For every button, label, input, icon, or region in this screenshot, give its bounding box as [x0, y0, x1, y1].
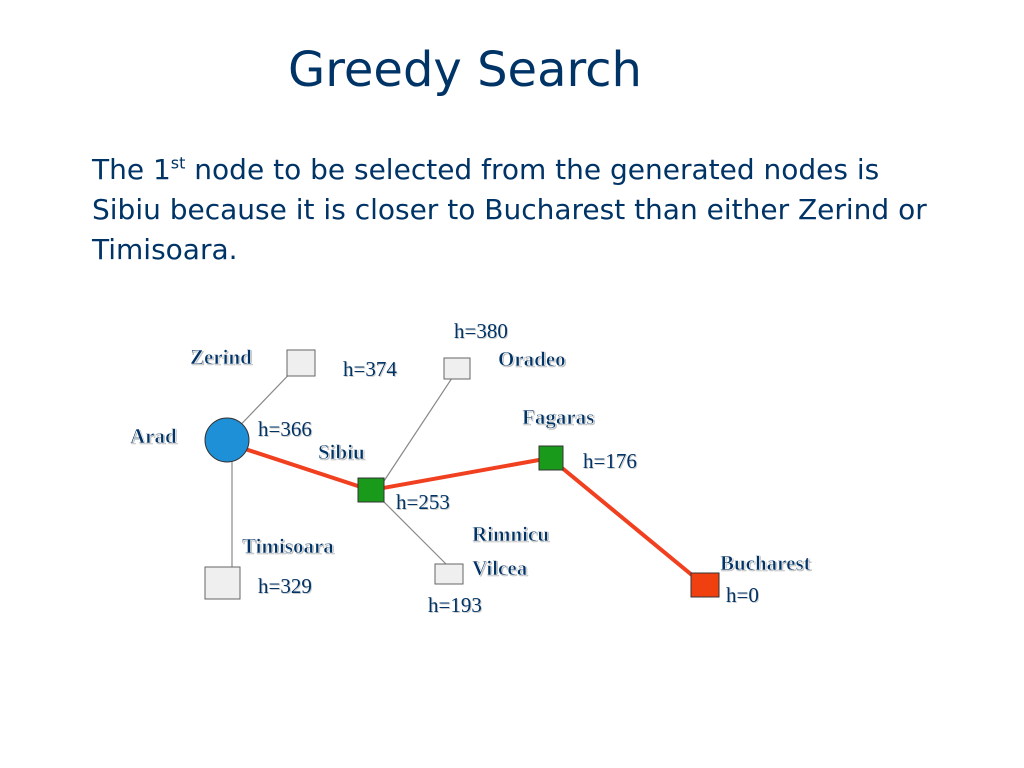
node-oradeo [443, 357, 471, 380]
node-fagaras [538, 445, 564, 471]
h-zerind: h=374 [343, 357, 397, 381]
node-bucharest [690, 572, 720, 598]
path-sibiu-fagaras [371, 456, 551, 492]
label-bucharest: Bucharest [720, 551, 811, 575]
h-arad: h=366 [258, 417, 312, 441]
slide-text-part1: The 1 [92, 153, 171, 186]
node-sibiu [357, 477, 385, 503]
label-arad: Arad [130, 424, 177, 448]
path-arad-sibiu [235, 444, 371, 492]
slide-title: Greedy Search [288, 42, 642, 98]
label-oradeo: Oradeo [498, 347, 566, 371]
h-fagaras: h=176 [583, 449, 637, 473]
h-bucharest: h=0 [726, 583, 759, 607]
label-zerind: Zerind [190, 345, 252, 369]
label-sibiu: Sibiu [318, 440, 365, 464]
label-timisoara: Timisoara [242, 534, 334, 558]
slide-text: The 1st node to be selected from the gen… [92, 150, 952, 270]
node-rimnicu [434, 563, 464, 585]
h-timisoara: h=329 [258, 574, 312, 598]
edge-sibiu-oradeo [381, 371, 457, 485]
slide-text-part2: node to be selected from the generated n… [92, 153, 927, 266]
path-fagaras-bucharest [548, 456, 706, 587]
node-timisoara [204, 566, 241, 600]
h-rimnicu: h=193 [428, 593, 482, 617]
slide-text-sup: st [170, 153, 186, 173]
node-zerind [286, 349, 316, 377]
label-fagaras: Fagaras [522, 405, 594, 429]
node-arad [204, 417, 250, 463]
h-sibiu: h=253 [396, 490, 450, 514]
label-rimnicu-line1: Rimnicu [472, 522, 549, 546]
label-rimnicu-line2: Vilcea [472, 556, 528, 580]
h-oradeo: h=380 [454, 319, 508, 343]
